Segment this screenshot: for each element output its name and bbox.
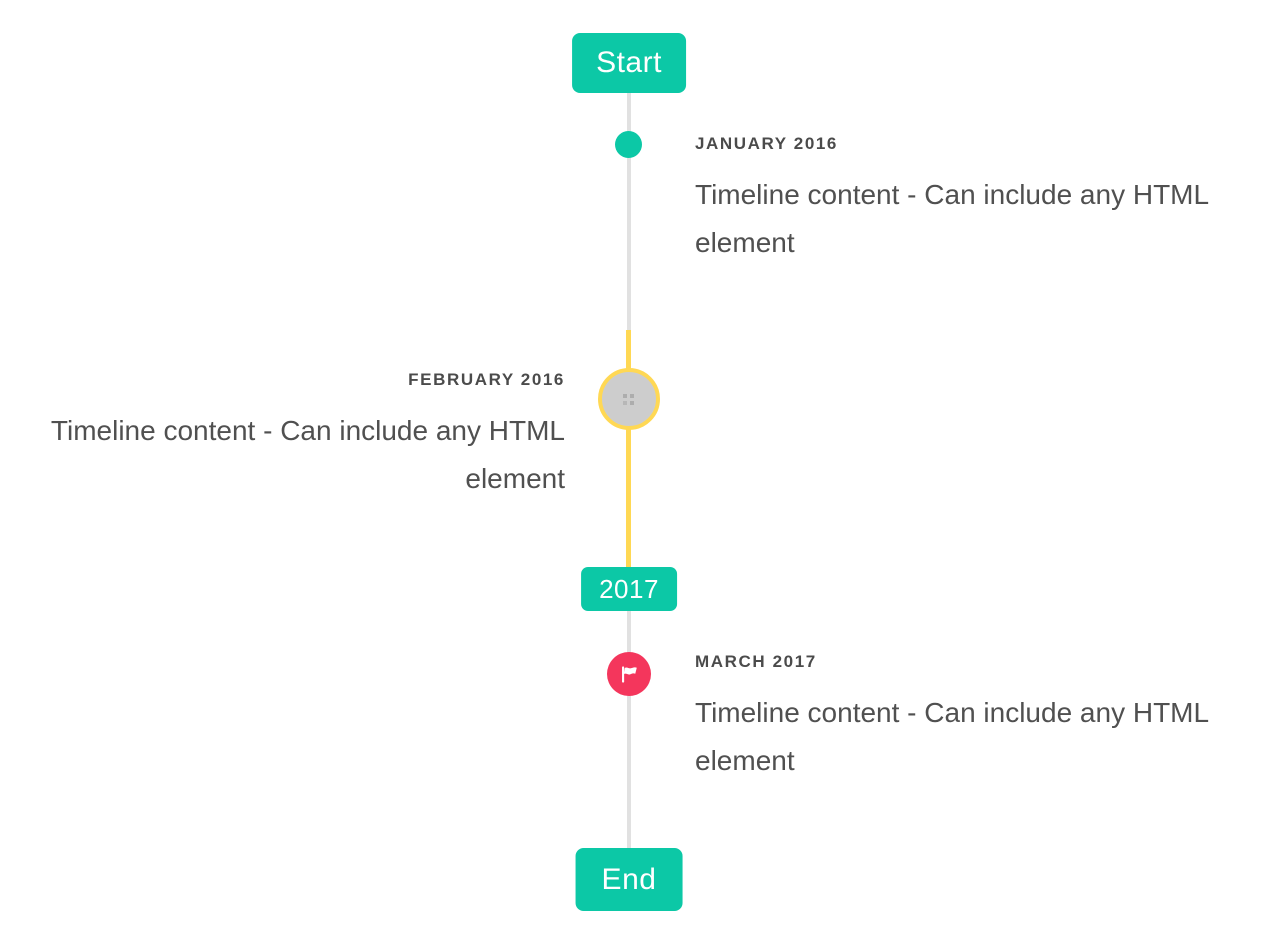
timeline-entry-january-2016: JANUARY 2016 Timeline content - Can incl…: [695, 131, 1225, 267]
entry-content-february-2016: Timeline content - Can include any HTML …: [50, 415, 565, 494]
timeline-highlight-segment: [626, 330, 631, 567]
broken-image-icon: [622, 393, 634, 405]
marker-february-image-circle[interactable]: [598, 368, 660, 430]
entry-title-january-2016: JANUARY 2016: [695, 134, 838, 153]
timeline-year-badge-2017[interactable]: 2017: [581, 567, 677, 611]
marker-march-flag-circle[interactable]: [607, 652, 651, 696]
marker-january-dot[interactable]: [615, 131, 642, 158]
timeline-entry-march-2017: MARCH 2017 Timeline content - Can includ…: [695, 649, 1225, 785]
timeline-end-badge[interactable]: End: [575, 848, 683, 911]
timeline-start-badge[interactable]: Start: [572, 33, 686, 93]
entry-title-march-2017: MARCH 2017: [695, 652, 817, 671]
flag-icon: [621, 665, 637, 683]
entry-content-january-2016: Timeline content - Can include any HTML …: [695, 179, 1209, 258]
entry-content-march-2017: Timeline content - Can include any HTML …: [695, 697, 1209, 776]
timeline-entry-february-2016: FEBRUARY 2016 Timeline content - Can inc…: [35, 367, 565, 503]
entry-title-february-2016: FEBRUARY 2016: [408, 370, 565, 389]
